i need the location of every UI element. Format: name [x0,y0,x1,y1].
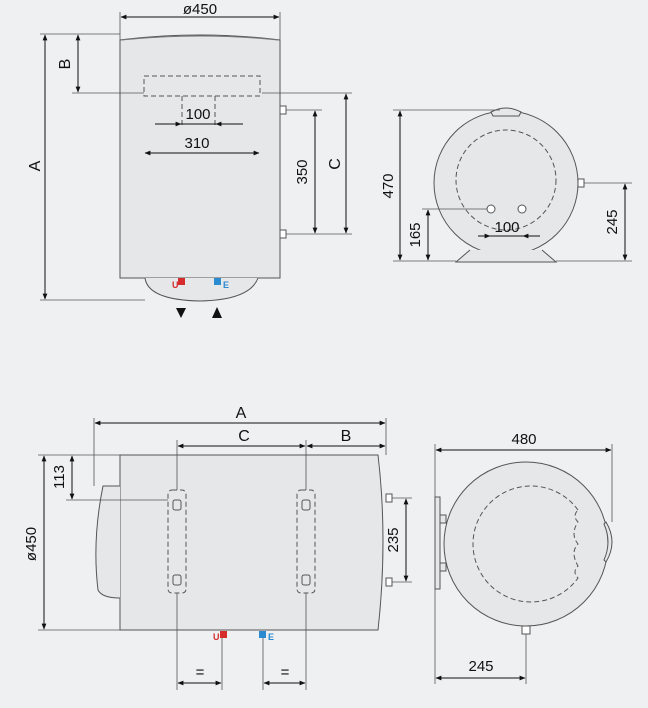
vertical-side-stand [454,249,558,263]
horizontal-fitting-bottom [385,577,393,587]
dim-b-label: B [57,59,74,70]
h-dim-a-label: A [236,405,247,422]
h-hot-water-marker [220,631,227,638]
h-side-end-cap [603,521,613,563]
h-cold-water-marker [259,631,266,638]
h-dim-b-label: B [341,428,352,445]
pipe-spacing-label: 100 [185,106,210,123]
h-hot-water-label: U [213,632,220,642]
equal-right-label: = [281,664,290,681]
h-top-offset-label: 113 [51,465,68,489]
h-inlet-spacing-label: 235 [385,527,402,552]
hot-water-label: U [172,280,179,290]
h-cold-water-label: E [268,632,274,642]
bracket-width-label: 310 [184,135,209,152]
horizontal-heater-body [119,454,384,631]
hot-outlet-arrow [176,308,186,318]
h-side-wall-bracket [434,496,441,590]
vertical-side-outlet [577,178,585,188]
side-height-label: 470 [380,173,397,198]
vertical-heater-bottom-cover [144,277,259,302]
inlet-spacing-label: 350 [294,159,311,184]
vertical-side-view: 470 165 100 245 [380,107,632,263]
equal-left-label: = [196,664,205,681]
side-fitting-bottom [279,229,287,239]
dim-a-label: A [27,160,44,171]
cold-water-label: E [223,280,229,290]
diameter-label: ø450 [183,1,217,18]
h-side-inner-tank [472,485,579,603]
hot-water-marker [178,278,185,285]
horizontal-side-view: 480 245 [434,431,613,684]
h-side-outlet [521,625,531,635]
vertical-side-top-lid [490,107,522,117]
h-diameter-label: ø450 [23,527,40,561]
mounting-bracket-outline [143,75,261,97]
h-dim-c-label: C [238,428,250,445]
horizontal-heater-end-cap [95,485,121,599]
h-side-outlet-label: 245 [468,658,493,675]
vertical-heater-body [119,34,281,279]
side-outlet-label: 245 [604,209,621,234]
dim-c-label: C [327,158,344,170]
cold-water-marker [214,278,221,285]
side-base-label: 165 [407,222,424,247]
side-pipe-left [486,204,496,214]
vertical-heater-top-cap [121,35,279,41]
vertical-side-inner-tank [455,129,557,231]
side-pipe-right [517,204,527,214]
h-side-width-label: 480 [511,431,536,448]
horizontal-front-view: A C B 113 ø450 235 U E = [23,405,412,690]
vertical-front-view: ø450 A B 100 310 350 C U E [27,1,352,318]
horizontal-fitting-top [385,493,393,503]
side-fitting-top [279,105,287,115]
cold-inlet-arrow [212,307,222,318]
side-pipe-spacing-label: 100 [494,219,519,236]
